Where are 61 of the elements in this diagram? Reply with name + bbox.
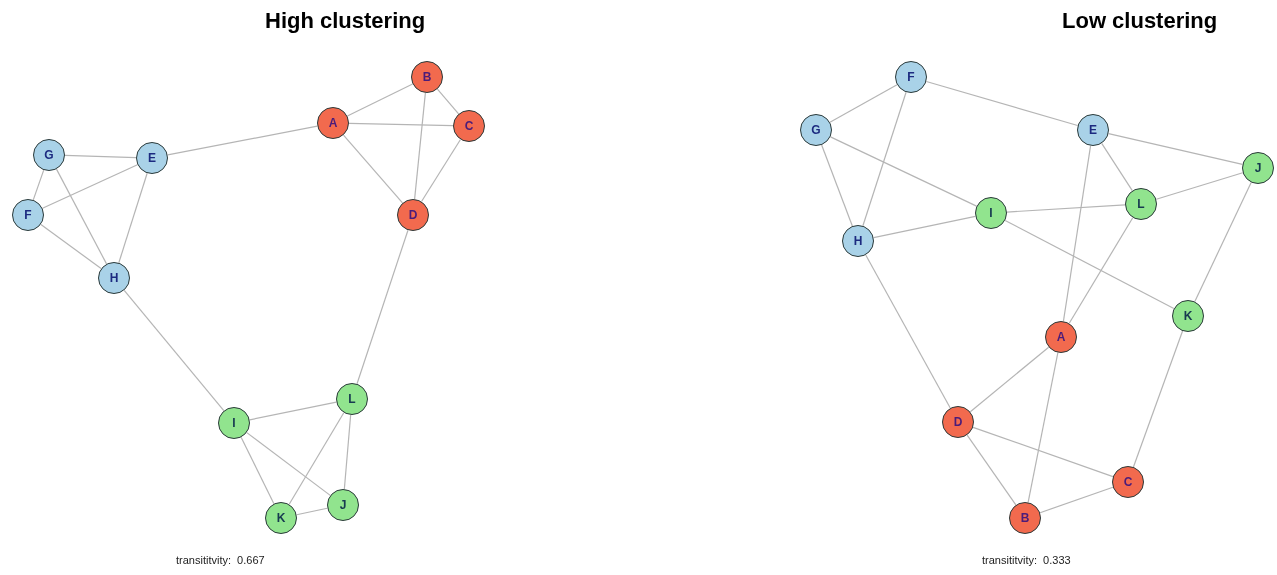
graph-edge bbox=[966, 434, 1017, 506]
graph-edge bbox=[972, 426, 1114, 478]
graph-edge bbox=[1132, 330, 1184, 468]
graph-vertex: K bbox=[1172, 300, 1204, 332]
graph-edge bbox=[821, 144, 853, 227]
graph-edge bbox=[969, 346, 1050, 413]
graph-vertex: G bbox=[800, 114, 832, 146]
graph-edge bbox=[249, 401, 337, 421]
graph-edge bbox=[343, 414, 352, 490]
graph-edge bbox=[123, 289, 225, 412]
graph-vertex: A bbox=[317, 107, 349, 139]
graph-edge bbox=[118, 172, 148, 264]
graph-vertex: F bbox=[12, 199, 44, 231]
graph-edge bbox=[1101, 142, 1133, 192]
graph-edge bbox=[1068, 217, 1134, 324]
graph-edge bbox=[32, 169, 45, 201]
graph-edge bbox=[436, 88, 460, 115]
graph-vertex: H bbox=[842, 225, 874, 257]
graph-edge bbox=[1006, 204, 1126, 213]
graph-vertex: L bbox=[336, 383, 368, 415]
graph-vertex: G bbox=[33, 139, 65, 171]
graph-vertex: B bbox=[411, 61, 443, 93]
graph-vertex: F bbox=[895, 61, 927, 93]
graph-edge bbox=[167, 125, 318, 156]
transitivity-note: transititvity: 0.333 bbox=[982, 555, 1071, 566]
graph-edge bbox=[246, 432, 331, 496]
graph-vertex: K bbox=[265, 502, 297, 534]
graph-edge bbox=[1027, 352, 1059, 503]
graph-vertex: D bbox=[397, 199, 429, 231]
graph-vertex: C bbox=[1112, 466, 1144, 498]
graph-edge bbox=[873, 215, 976, 239]
graph-edge bbox=[1108, 133, 1243, 165]
graph-edge bbox=[288, 412, 345, 505]
graph-vertex: J bbox=[327, 489, 359, 521]
graph-edge bbox=[342, 134, 404, 204]
graph-edge bbox=[925, 80, 1079, 127]
graph-edge bbox=[348, 122, 454, 127]
graph-edge bbox=[420, 138, 462, 203]
graph-edge bbox=[40, 223, 102, 270]
graph-vertex: C bbox=[453, 110, 485, 142]
graph-edge bbox=[64, 154, 137, 159]
graph-vertex: H bbox=[98, 262, 130, 294]
graph-vertex: E bbox=[136, 142, 168, 174]
graph-vertex: E bbox=[1077, 114, 1109, 146]
graph-title: High clustering bbox=[265, 10, 426, 32]
graph-edge bbox=[1062, 145, 1092, 322]
graph-vertex: I bbox=[975, 197, 1007, 229]
graph-edge bbox=[296, 507, 328, 516]
graph-edge bbox=[356, 229, 409, 385]
graph-vertex: D bbox=[942, 406, 974, 438]
graph-vertex: J bbox=[1242, 152, 1274, 184]
graph-vertex: I bbox=[218, 407, 250, 439]
transitivity-note: transititvity: 0.667 bbox=[176, 555, 265, 566]
graph-vertex: A bbox=[1045, 321, 1077, 353]
graph-vertex: B bbox=[1009, 502, 1041, 534]
graph-vertex: L bbox=[1125, 188, 1157, 220]
graph-title: Low clustering bbox=[1062, 10, 1218, 32]
graph-edge bbox=[1039, 486, 1114, 514]
graph-edge bbox=[414, 92, 426, 200]
graph-edge bbox=[862, 91, 907, 227]
graph-edge bbox=[1155, 172, 1244, 200]
